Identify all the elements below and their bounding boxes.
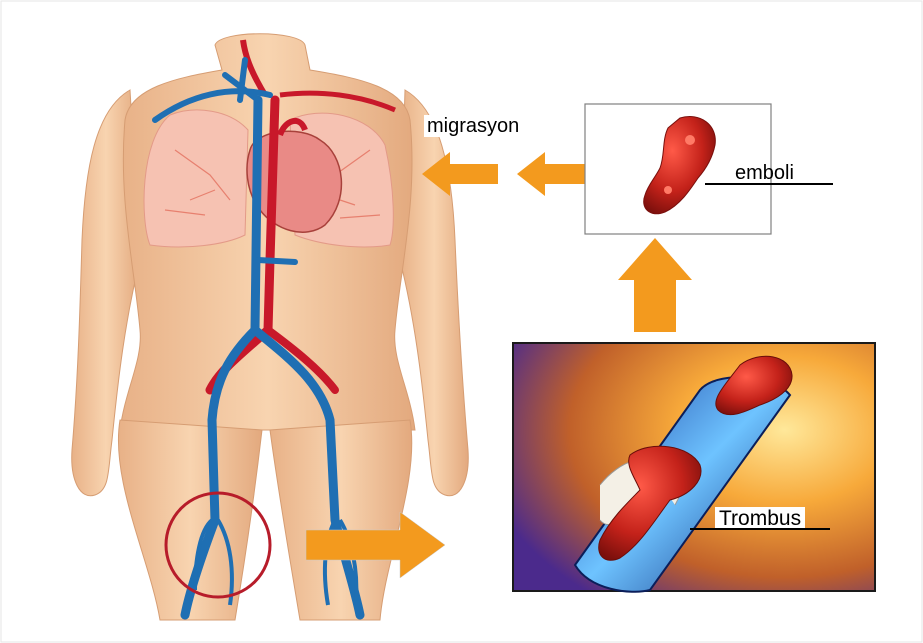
migration-label: migrasyon [424, 115, 522, 137]
thrombus-panel [513, 343, 875, 592]
thrombus-underline [690, 528, 830, 530]
embolus-underline [705, 183, 833, 185]
arrow-up-icon [618, 238, 692, 332]
lungs-icon [144, 110, 248, 247]
embolus-label: emboli [735, 163, 794, 183]
thrombus-label: Trombus [715, 507, 805, 530]
